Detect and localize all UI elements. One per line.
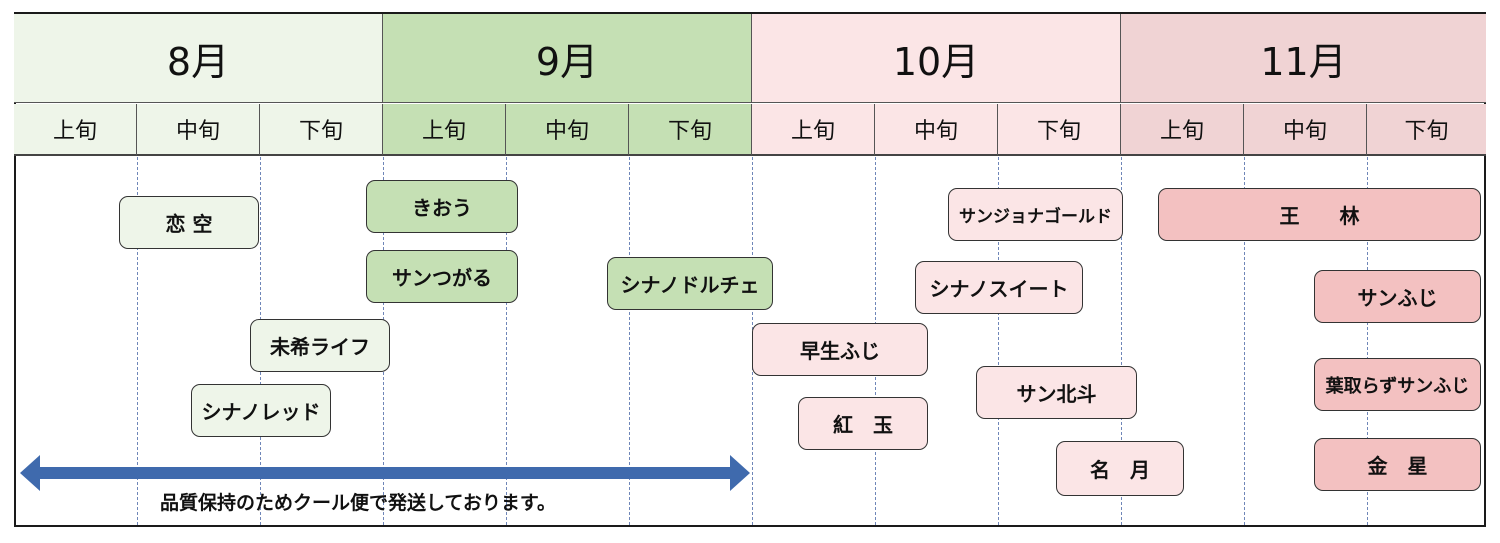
gridline: [506, 157, 507, 525]
period-aug-late: 下旬: [260, 104, 383, 156]
variety-shinanored: シナノレッド: [191, 384, 331, 437]
period-oct-early: 上旬: [752, 104, 875, 156]
variety-koizora: 恋 空: [119, 196, 259, 249]
gridline: [629, 157, 630, 525]
period-nov-late: 下旬: [1367, 104, 1486, 156]
variety-ourin: 王 林: [1158, 188, 1481, 241]
gridline: [1121, 157, 1122, 525]
month-header-nov: 11月: [1121, 14, 1486, 103]
period-aug-mid: 中旬: [137, 104, 260, 156]
period-oct-mid: 中旬: [875, 104, 998, 156]
variety-meigetsu: 名 月: [1056, 441, 1184, 496]
variety-kougyoku: 紅 玉: [798, 397, 928, 450]
variety-sanjonagold: サンジョナゴールド: [948, 188, 1123, 241]
period-sep-late: 下旬: [629, 104, 752, 156]
variety-kinsei: 金 星: [1314, 438, 1481, 491]
variety-mikiraifu: 未希ライフ: [250, 319, 390, 372]
variety-sanfuji: サンふじ: [1314, 270, 1481, 323]
period-nov-early: 上旬: [1121, 104, 1244, 156]
period-nov-mid: 中旬: [1244, 104, 1367, 156]
month-header-sep: 9月: [383, 14, 752, 103]
variety-kiou: きおう: [366, 180, 518, 233]
period-oct-late: 下旬: [998, 104, 1121, 156]
variety-wasefuji: 早生ふじ: [752, 323, 928, 376]
variety-shinanosweet: シナノスイート: [915, 261, 1083, 314]
variety-santsugaru: サンつがる: [366, 250, 518, 303]
variety-hatorazu: 葉取らずサンふじ: [1314, 358, 1481, 411]
month-header-aug: 8月: [14, 14, 383, 103]
gridline: [137, 157, 138, 525]
period-sep-mid: 中旬: [506, 104, 629, 156]
period-sep-early: 上旬: [383, 104, 506, 156]
variety-sanhokuto: サン北斗: [976, 366, 1137, 419]
period-aug-early: 上旬: [14, 104, 137, 156]
gridline: [998, 157, 999, 525]
month-header-oct: 10月: [752, 14, 1121, 103]
gridline: [1367, 157, 1368, 525]
variety-shinanodolce: シナノドルチェ: [607, 257, 773, 310]
calendar-frame: [14, 12, 1486, 527]
gridline: [1244, 157, 1245, 525]
cool-delivery-note: 品質保持のためクール便で発送しております。: [160, 492, 556, 514]
cool-delivery-arrow: [20, 455, 750, 491]
